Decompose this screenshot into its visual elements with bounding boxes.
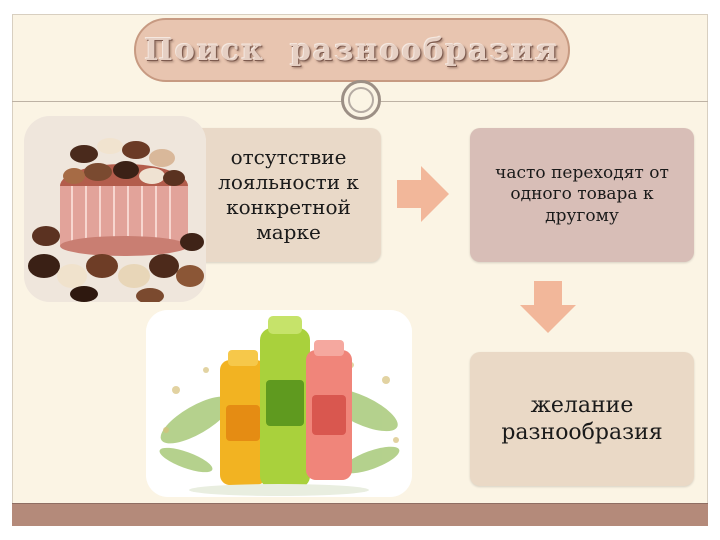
box-no-loyalty-line: марке <box>256 220 321 244</box>
box-no-loyalty-line: конкретной <box>226 195 351 219</box>
box-frequent-switch-line: одного товара к <box>510 184 654 205</box>
ring-ornament-icon <box>341 80 381 120</box>
box-desire-variety-line: желание <box>530 392 634 418</box>
chocolate-candies-illustration <box>24 116 206 302</box>
box-desire-variety: желание разнообразия <box>470 352 694 486</box>
slide-title: Поиск разнообразия <box>144 32 560 68</box>
arrow-down-icon <box>520 281 576 333</box>
box-no-loyalty-line: лояльности к <box>218 170 359 194</box>
box-frequent-switch-line: часто переходят от <box>495 163 669 184</box>
box-no-loyalty: отсутствие лояльности к конкретной марке <box>178 128 381 262</box>
box-no-loyalty-line: отсутствие <box>230 145 347 169</box>
arrow-right-icon <box>397 166 449 222</box>
box-frequent-switch: часто переходят от одного товара к друго… <box>470 128 694 262</box>
candy-photo <box>24 116 206 302</box>
shampoo-bottles-illustration <box>146 310 412 497</box>
box-frequent-switch-line: другому <box>545 205 619 226</box>
title-banner: Поиск разнообразия <box>134 18 570 82</box>
box-desire-variety-line: разнообразия <box>501 420 663 445</box>
footer-bar <box>12 503 708 526</box>
shampoo-photo <box>146 310 412 497</box>
